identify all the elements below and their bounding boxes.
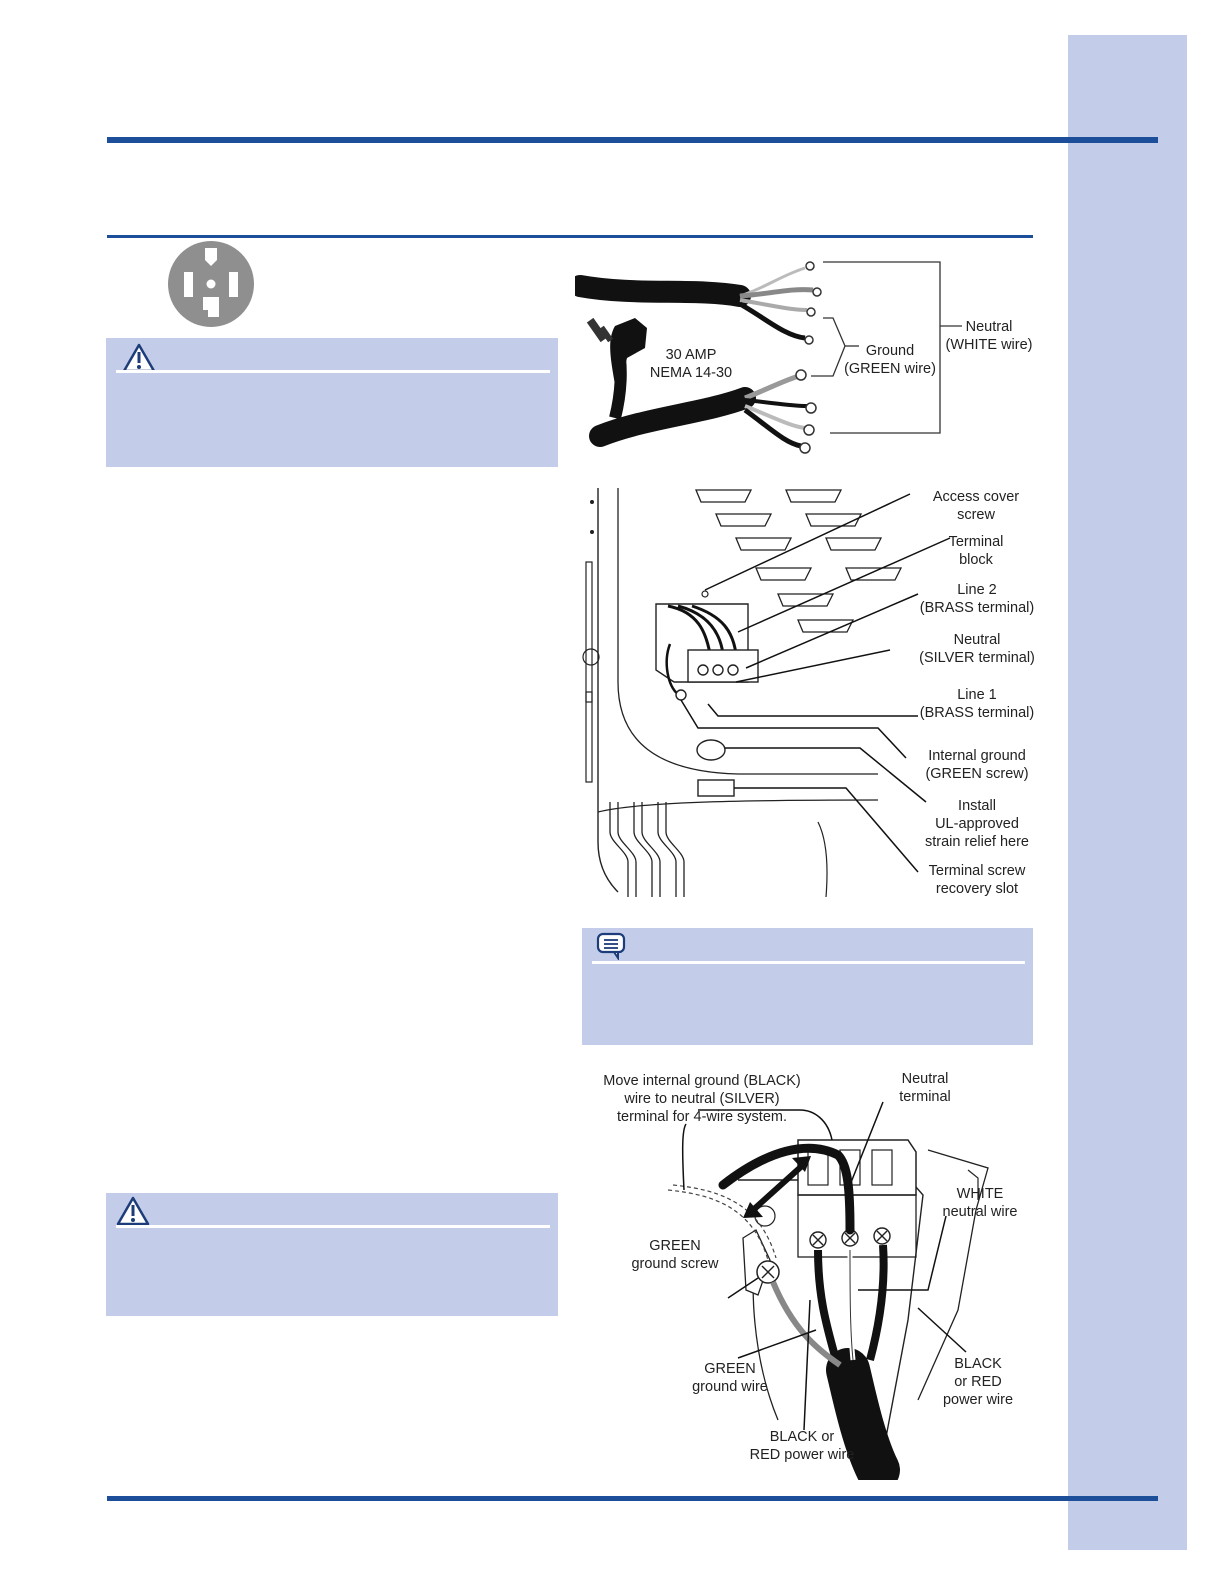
warning-triangle-icon xyxy=(116,1196,150,1226)
black-red-right-label-2: or RED xyxy=(954,1374,1002,1390)
white-neutral-label-2: neutral wire xyxy=(942,1204,1018,1220)
recovery-slot-label-1: Terminal screw xyxy=(928,863,1026,879)
warning-panel-top xyxy=(106,338,558,467)
internal-ground-label-2: (GREEN screw) xyxy=(925,766,1029,782)
neutral-label: Neutral xyxy=(965,319,1013,335)
green-screw-label-2: ground screw xyxy=(631,1256,719,1272)
white-neutral-label-1: WHITE xyxy=(956,1186,1004,1202)
neutral-terminal-label-1: Neutral xyxy=(953,632,1001,648)
access-cover-label-1: Access cover xyxy=(932,489,1020,505)
ground-wire-label: (GREEN wire) xyxy=(844,361,936,377)
note-panel xyxy=(582,928,1033,1045)
neutral-terminal-label-2: (SILVER terminal) xyxy=(919,650,1035,666)
move-ground-label-1: Move internal ground (BLACK) xyxy=(603,1073,801,1089)
neutral-terminal-callout-1: Neutral xyxy=(901,1071,949,1087)
green-wire-label-1: GREEN xyxy=(704,1361,756,1377)
move-ground-label-2: wire to neutral (SILVER) xyxy=(624,1091,780,1107)
move-ground-label-3: terminal for 4-wire system. xyxy=(616,1109,787,1125)
terminal-block-label-2: block xyxy=(959,552,993,568)
strain-relief-label-3: strain relief here xyxy=(925,834,1029,850)
terminal-block-figure xyxy=(582,488,951,898)
strain-relief-label-1: Install xyxy=(958,798,996,814)
line2-label-1: Line 2 xyxy=(957,582,997,598)
four-wire-figure xyxy=(667,1101,989,1480)
warning-divider xyxy=(116,1225,550,1228)
warning-triangle-icon xyxy=(122,343,156,373)
line2-label-2: (BRASS terminal) xyxy=(919,600,1035,616)
internal-ground-label-1: Internal ground xyxy=(928,748,1026,764)
note-divider xyxy=(592,961,1025,964)
strain-relief-label-2: UL-approved xyxy=(935,816,1019,832)
black-red-left-label-1: BLACK or xyxy=(769,1429,835,1445)
power-cord-figure xyxy=(575,261,962,454)
plug-type-label: NEMA 14-30 xyxy=(649,365,733,381)
terminal-block-label-1: Terminal xyxy=(948,534,1004,550)
warning-panel-bottom xyxy=(106,1193,558,1316)
access-cover-label-2: screw xyxy=(957,507,995,523)
ground-label: Ground xyxy=(865,343,915,359)
line1-label-2: (BRASS terminal) xyxy=(919,705,1035,721)
warning-divider xyxy=(116,370,550,373)
side-tab xyxy=(1068,35,1187,1550)
green-screw-label-1: GREEN xyxy=(649,1238,701,1254)
line1-label-1: Line 1 xyxy=(957,687,997,703)
recovery-slot-label-2: recovery slot xyxy=(935,881,1019,897)
bottom-rule xyxy=(107,1496,1158,1501)
neutral-terminal-callout-2: terminal xyxy=(899,1089,951,1105)
neutral-wire-label: (WHITE wire) xyxy=(945,337,1033,353)
note-speech-icon xyxy=(596,932,626,960)
section-rule xyxy=(107,235,1033,238)
nema-14-30-outlet-icon xyxy=(168,241,254,327)
green-wire-label-2: ground wire xyxy=(692,1379,768,1395)
plug-rating-label: 30 AMP xyxy=(665,347,717,363)
black-red-left-label-2: RED power wire xyxy=(749,1447,855,1463)
black-red-right-label-1: BLACK xyxy=(954,1356,1002,1372)
top-rule xyxy=(107,137,1158,143)
black-red-right-label-3: power wire xyxy=(942,1392,1014,1408)
